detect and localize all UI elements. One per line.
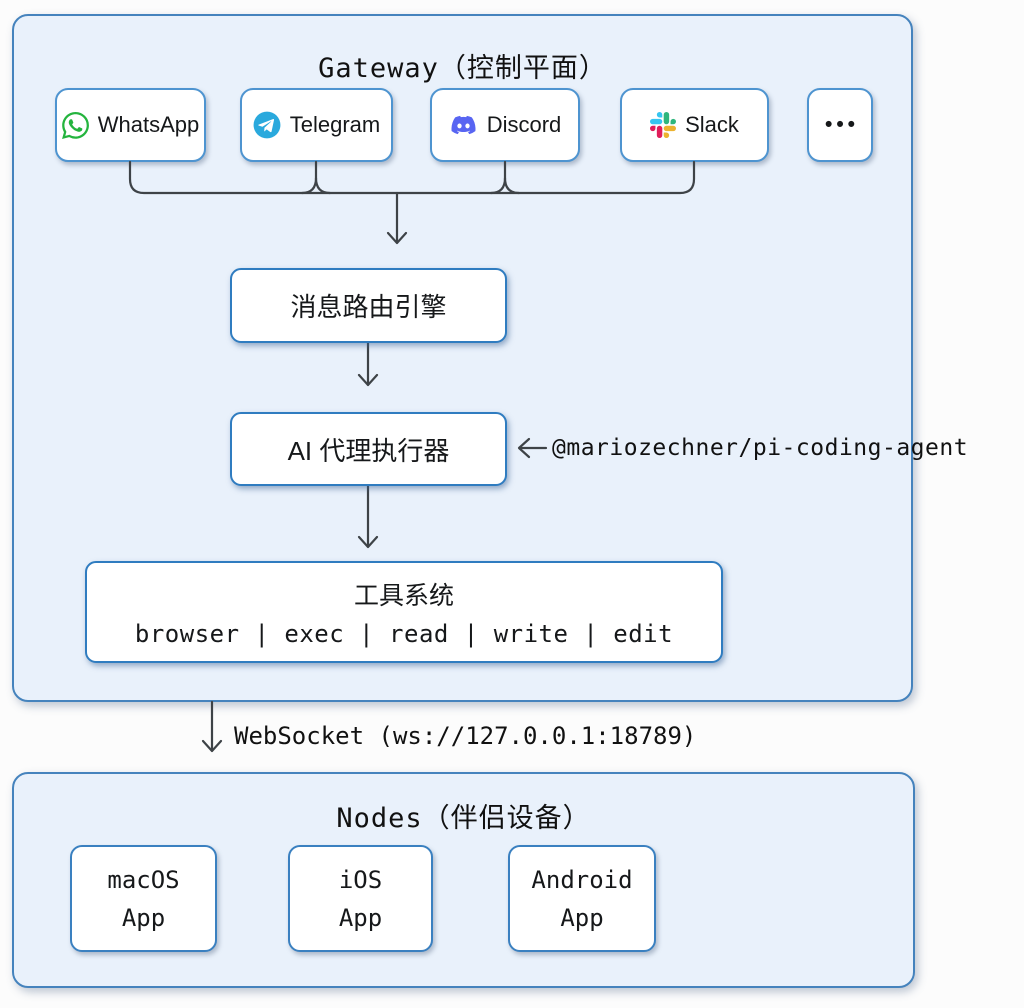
gateway-title: Gateway（控制平面）: [318, 53, 607, 84]
message-router-box: 消息路由引擎: [230, 268, 507, 343]
websocket-label: WebSocket (ws://127.0.0.1:18789): [234, 722, 697, 750]
agent-package-annotation: @mariozechner/pi-coding-agent: [552, 435, 969, 461]
tool-system-title: 工具系统: [353, 582, 454, 610]
channel-label: Slack: [685, 112, 739, 137]
tool-system-commands: browser | exec | read | write | edit: [134, 620, 674, 648]
channel-label: Discord: [486, 112, 562, 137]
nodes-title: Nodes（伴侣设备）: [336, 803, 591, 834]
channel-label: WhatsApp: [97, 112, 200, 137]
slack-icon: [650, 112, 677, 138]
device-label-line1: iOS: [338, 865, 383, 894]
device-label-line1: macOS: [107, 865, 180, 894]
device-label-line2: App: [121, 903, 166, 932]
channel-label: Telegram: [289, 112, 381, 137]
channel-box-slack: Slack: [620, 88, 769, 162]
ai-agent-executor-box: AI 代理执行器: [230, 412, 507, 486]
message-router-label: 消息路由引擎: [290, 292, 447, 322]
tool-system-box: 工具系统 browser | exec | read | write | edi…: [85, 561, 723, 663]
device-label-line2: App: [560, 903, 604, 932]
more-ellipsis-icon: •••: [824, 113, 860, 136]
channel-box-discord: Discord: [430, 88, 580, 162]
device-box-android: Android App: [508, 845, 656, 952]
device-box-ios: iOS App: [288, 845, 433, 952]
device-box-macos: macOS App: [70, 845, 217, 952]
nodes-container: Nodes（伴侣设备） macOS App iOS App Android Ap…: [12, 772, 915, 988]
channel-box-more: •••: [807, 88, 873, 162]
device-label-line2: App: [338, 903, 383, 932]
gateway-container: Gateway（控制平面） WhatsApp Telegram Discord …: [12, 14, 968, 702]
telegram-icon: [253, 111, 281, 139]
device-label-line1: Android: [531, 865, 633, 894]
discord-icon: [449, 113, 478, 137]
ai-agent-executor-label: AI 代理执行器: [287, 435, 450, 466]
whatsapp-icon: [61, 111, 89, 139]
channel-box-whatsapp: WhatsApp: [55, 88, 206, 162]
channel-box-telegram: Telegram: [240, 88, 393, 162]
